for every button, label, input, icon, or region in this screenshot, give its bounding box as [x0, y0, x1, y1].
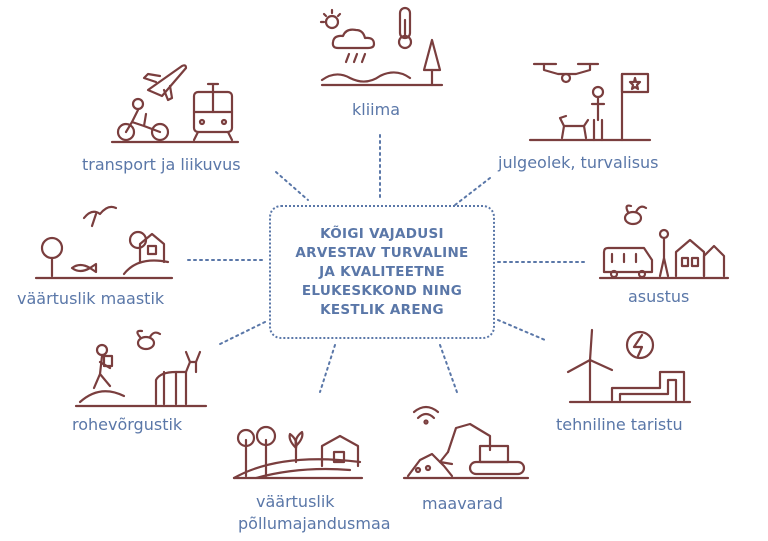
label-kliima: kliima	[352, 100, 400, 119]
label-maavarad: maavarad	[422, 494, 504, 513]
cyclist-icon	[116, 97, 170, 142]
lightning-icon	[625, 330, 655, 360]
center-line-2: ARVESTAV TURVALINE	[295, 244, 469, 261]
field-icon	[232, 458, 364, 480]
tree-icon	[422, 38, 442, 87]
bee-icon	[623, 204, 648, 226]
tree-icon	[40, 236, 64, 278]
connectors	[187, 134, 586, 396]
fish-icon	[70, 262, 98, 274]
houses-icon	[674, 238, 726, 278]
hiker-icon	[92, 343, 114, 390]
connector-maavarad	[439, 344, 459, 396]
label-vaartuslik-maastik: väärtuslik maastik	[17, 289, 165, 308]
sprout-icon	[288, 430, 304, 464]
rock-pile-icon	[406, 452, 454, 478]
connector-transport	[275, 171, 309, 201]
center-line-3: JA KVALITEETNE	[319, 263, 445, 280]
center-line-1: KÕIGI VAJADUSI	[320, 225, 444, 242]
waves-icon	[320, 71, 444, 87]
tree-icon	[236, 425, 277, 478]
deer-icon	[154, 350, 202, 406]
center-line-5: KESTLIK ARENG	[320, 301, 444, 318]
drone-icon	[532, 62, 600, 84]
label-pollumaa-line1: väärtuslik	[256, 492, 335, 511]
van-icon	[602, 246, 654, 279]
label-transport: transport ja liikuvus	[82, 155, 241, 174]
pipes-icon	[610, 370, 686, 402]
label-asustus: asustus	[628, 287, 690, 306]
label-julgeolek: julgeolek, turvalisus	[498, 153, 659, 172]
center-line-4: ELUKESKKOND NING	[301, 282, 463, 299]
tram-icon	[192, 82, 234, 142]
label-pollumaa-line2: põllumajandusmaa	[238, 514, 391, 533]
bee-icon	[136, 329, 162, 351]
label-rohevorgustik: rohevõrgustik	[72, 415, 183, 434]
connector-julgeolek	[454, 177, 491, 206]
connector-rohevorgustik	[217, 321, 266, 346]
label-tehniline-taristu: tehniline taristu	[556, 415, 683, 434]
airplane-icon	[142, 64, 188, 102]
house-icon	[128, 230, 166, 264]
thermometer-icon	[397, 6, 413, 50]
barn-icon	[320, 434, 360, 468]
flag-icon	[620, 72, 650, 142]
sun-cloud-rain-icon	[319, 8, 376, 64]
central-concept-box: KÕIGI VAJADUSI ARVESTAV TURVALINE JA KVA…	[269, 205, 495, 339]
excavator-icon	[438, 422, 526, 476]
central-concept-text: KÕIGI VAJADUSI ARVESTAV TURVALINE JA KVA…	[295, 225, 468, 320]
bird-icon	[82, 205, 118, 228]
wifi-icon	[412, 405, 440, 425]
dog-icon	[558, 114, 590, 140]
connector-pollumaa	[319, 344, 336, 393]
connector-tehniline	[497, 319, 546, 341]
person-icon	[658, 228, 670, 278]
wind-turbine-icon	[566, 328, 614, 402]
person-icon	[590, 85, 606, 142]
